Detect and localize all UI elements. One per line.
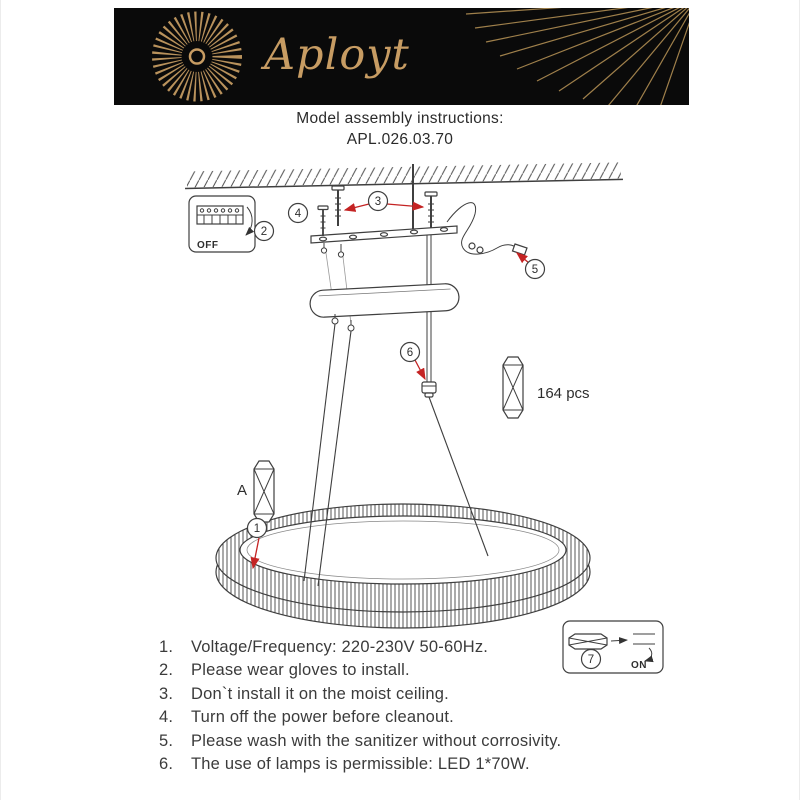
canopy — [309, 283, 460, 318]
brand-name: Aployt — [264, 30, 410, 80]
switch-inset-box: OFF — [188, 195, 256, 253]
callout-7: 7 — [580, 648, 602, 670]
adjuster-nut — [421, 381, 437, 398]
power-cord — [446, 202, 528, 256]
crystal-count-label: 164 pcs — [537, 385, 590, 402]
svg-text:4: 4 — [295, 208, 302, 220]
instruction-number: 3. — [159, 684, 174, 703]
starburst-logo-icon — [152, 11, 242, 102]
on-label: ON — [631, 660, 647, 671]
instruction-text: Voltage/Frequency: 220-230V 50-60Hz. — [191, 638, 489, 656]
mounting-bracket — [310, 225, 458, 258]
screw-left — [331, 185, 345, 226]
ceiling — [185, 162, 623, 190]
screw-right — [424, 191, 438, 228]
instruction-number: 2. — [159, 661, 174, 680]
screw-small — [317, 205, 329, 236]
instruction-number: 1. — [159, 638, 174, 656]
instruction-item-2: 2. Please wear gloves to install. — [159, 659, 561, 682]
svg-text:6: 6 — [407, 347, 413, 359]
instruction-number: 4. — [159, 708, 174, 727]
cord-plug — [511, 243, 528, 256]
crystal-sample-count: 164 pcs — [502, 356, 590, 419]
wire-connector-icon — [468, 242, 476, 250]
svg-text:3: 3 — [375, 196, 381, 208]
instruction-text: Turn off the power before cleanout. — [191, 708, 454, 727]
page-title: Model assembly instructions: APL.026.03.… — [1, 108, 799, 150]
instruction-text: The use of lamps is permissible: LED 1*7… — [191, 755, 530, 774]
instruction-text: Please wear gloves to install. — [191, 661, 410, 680]
callout-5: 5 — [524, 258, 546, 280]
callout-3: 3 — [367, 190, 389, 212]
brand-banner: Aployt — [114, 8, 689, 105]
callout-6: 6 — [399, 341, 421, 363]
instruction-text: Don`t install it on the moist ceiling. — [191, 684, 449, 703]
callout-1: 1 — [246, 517, 268, 539]
instruction-item-5: 5. Please wash with the sanitizer withou… — [159, 730, 561, 753]
crystal-ring — [215, 503, 591, 629]
title-line-2: APL.026.03.70 — [346, 131, 454, 148]
callout-2: 2 — [253, 220, 275, 242]
instruction-number: 5. — [159, 731, 174, 750]
instruction-number: 6. — [159, 755, 174, 774]
instruction-item-3: 3. Don`t install it on the moist ceiling… — [159, 683, 561, 706]
corner-rays-decoration — [465, 8, 689, 105]
off-label: OFF — [197, 240, 219, 251]
instructions-list: 1. Voltage/Frequency: 220-230V 50-60Hz. … — [159, 636, 561, 776]
detail-a-label: A — [237, 482, 247, 499]
instruction-item-1: 1. Voltage/Frequency: 220-230V 50-60Hz. — [159, 636, 561, 659]
instruction-item-4: 4. Turn off the power before cleanout. — [159, 706, 561, 729]
sunburst-rays-icon — [465, 8, 689, 105]
callout-4: 4 — [287, 202, 309, 224]
crystal-install-inset-box: ON — [562, 620, 664, 674]
title-line-1: Model assembly instructions: — [296, 110, 504, 127]
crystal-sample-a: A — [237, 460, 275, 523]
suspension-cables — [303, 323, 489, 587]
svg-text:7: 7 — [588, 654, 594, 666]
instruction-item-6: 6. The use of lamps is permissible: LED … — [159, 753, 561, 776]
svg-text:5: 5 — [532, 264, 538, 276]
instruction-text: Please wash with the sanitizer without c… — [191, 731, 562, 750]
svg-text:1: 1 — [254, 523, 260, 535]
svg-text:2: 2 — [261, 226, 267, 238]
leader-arrows — [250, 201, 530, 570]
